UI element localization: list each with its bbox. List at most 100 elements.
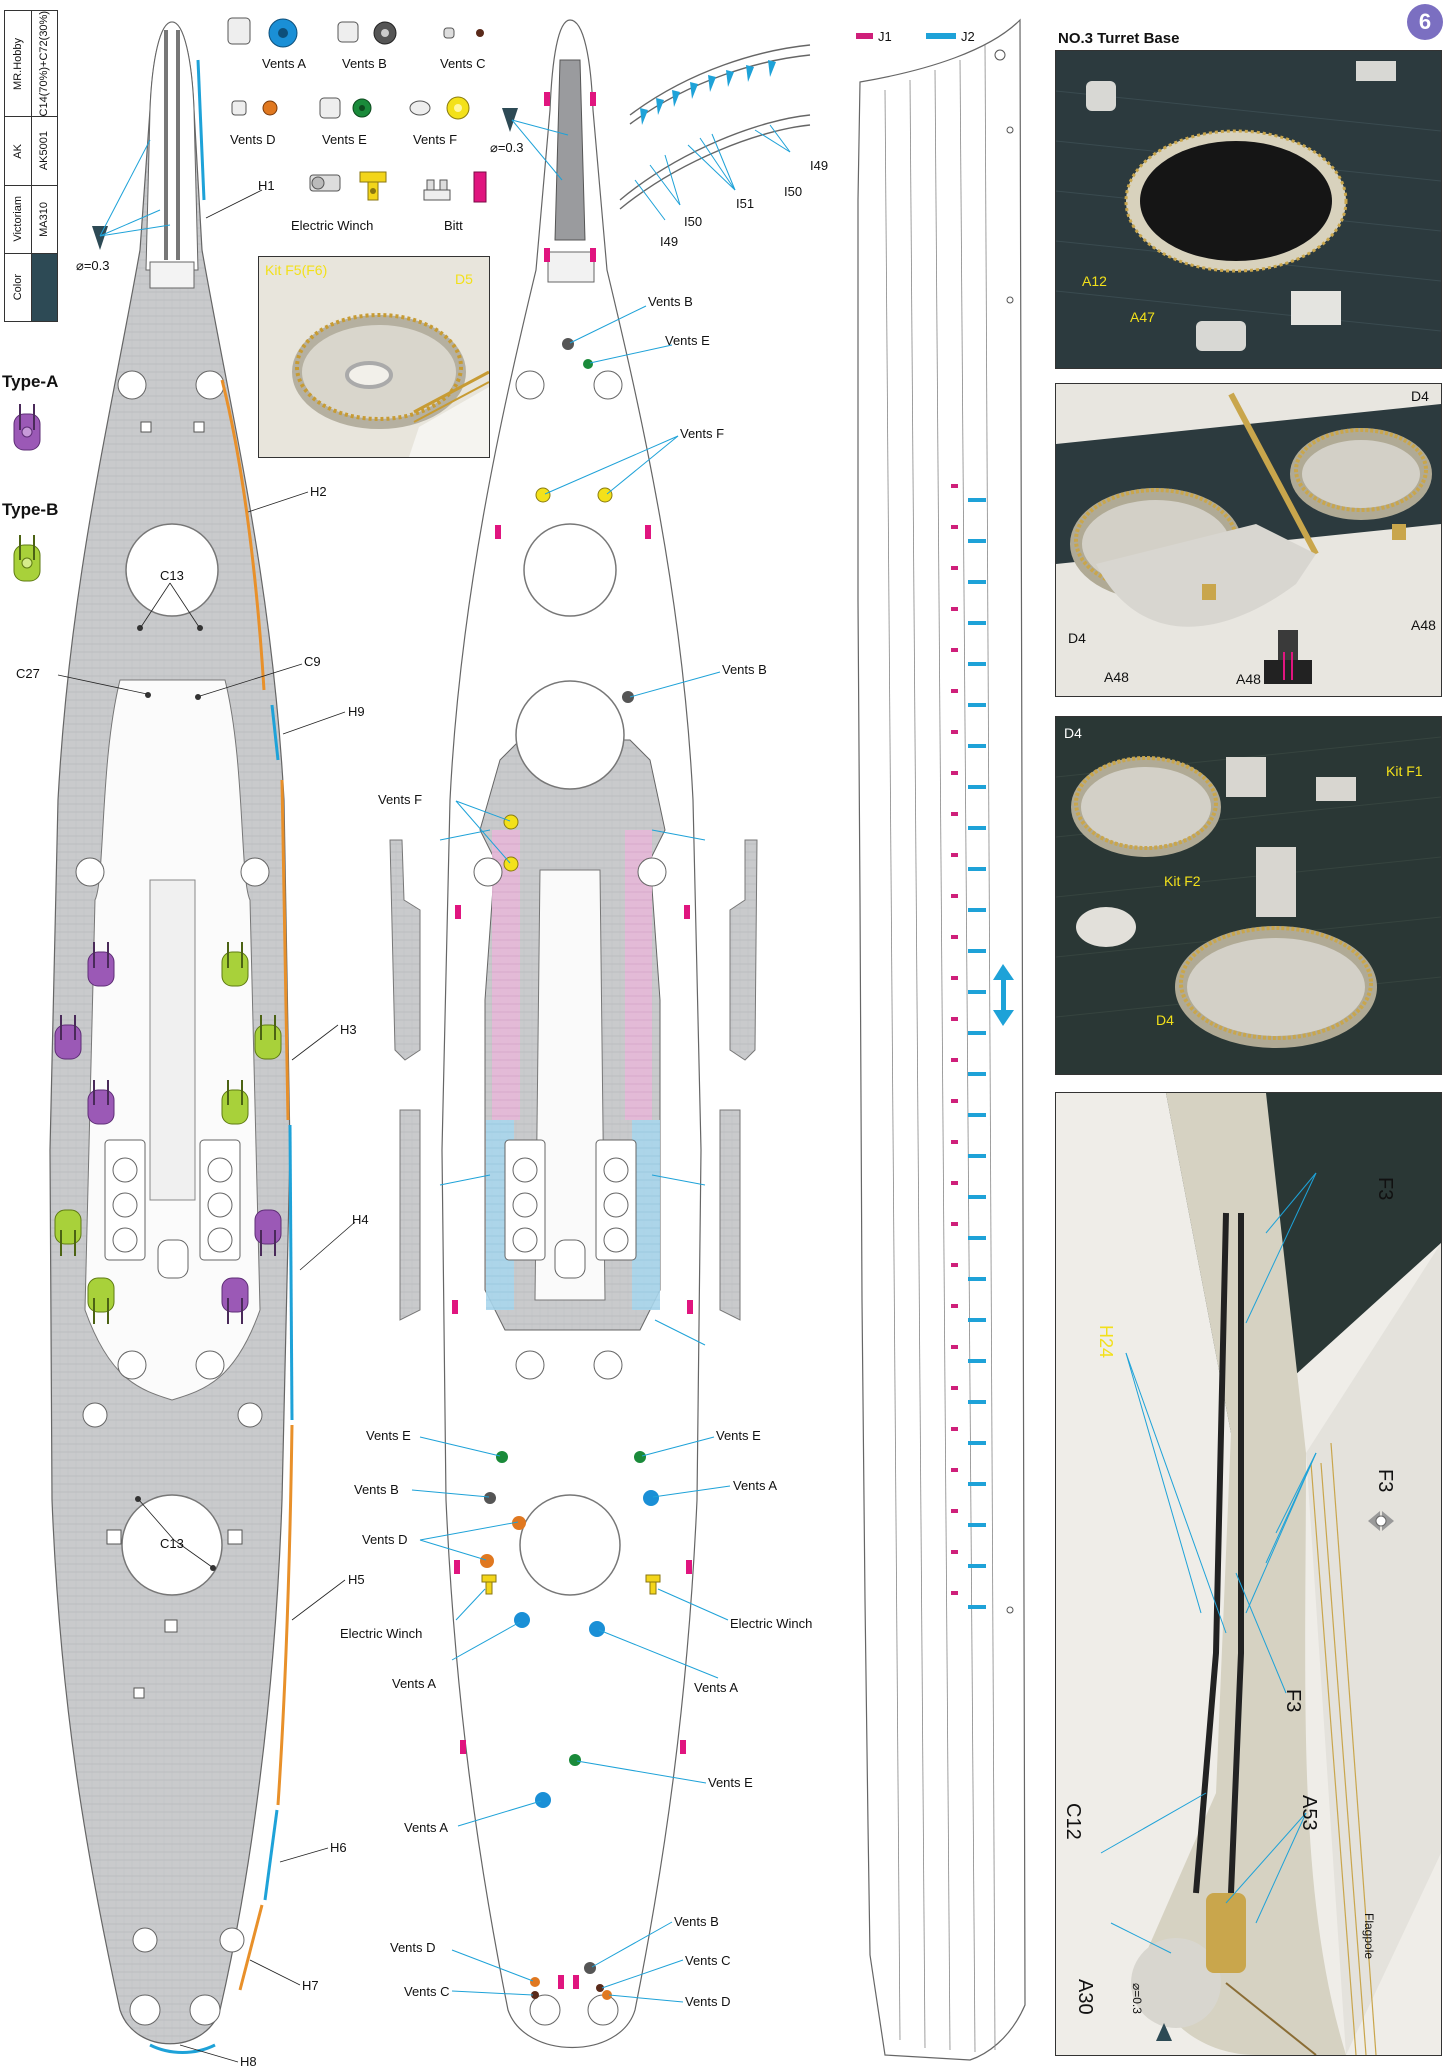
drill-marker-middle — [502, 108, 569, 181]
photo-turret-base-3: D4 Kit F1 Kit F2 D4 — [1055, 716, 1442, 1075]
inset-photo-kit-f5: Kit F5(F6) D5 — [258, 256, 490, 458]
d4-label-b: D4 — [1068, 630, 1086, 646]
mid-vents-c-stern-left: Vents C — [404, 1984, 450, 1999]
vents-a-icon — [227, 17, 298, 48]
label-c27: C27 — [16, 666, 40, 681]
label-h2: H2 — [310, 484, 327, 499]
label-h7: H7 — [302, 1978, 319, 1993]
label-h6: H6 — [330, 1840, 347, 1855]
mid-vents-b-mid: Vents B — [722, 662, 767, 677]
diameter-label-middle: ⌀=0.3 — [490, 140, 524, 155]
j-strip-marks — [951, 484, 986, 1609]
label-c13-aft: C13 — [160, 1536, 184, 1551]
label-h3: H3 — [340, 1022, 357, 1037]
mid-vents-d-left: Vents D — [362, 1532, 408, 1547]
label-h9: H9 — [348, 704, 365, 719]
vents-d-icon — [231, 100, 278, 116]
mid-vents-e-left: Vents E — [366, 1428, 411, 1443]
mid-vents-b-top: Vents B — [648, 294, 693, 309]
a48-part-icon — [1264, 630, 1312, 684]
rail-i50-right: I50 — [784, 184, 803, 199]
diameter-label-left: ⌀=0.3 — [76, 258, 110, 273]
electric-winch-legend-label: Electric Winch — [291, 218, 374, 233]
mid-vents-a-right2: Vents A — [694, 1680, 739, 1695]
turret-markers — [54, 942, 282, 1324]
vent-markers — [480, 338, 659, 2000]
type-a-label: Type-A — [2, 372, 59, 391]
d5-label: D5 — [455, 271, 473, 287]
d4-label-c: D4 — [1064, 725, 1082, 741]
mid-vents-f-mid: Vents F — [378, 792, 423, 807]
mid-vents-e-top: Vents E — [665, 333, 710, 348]
bitt-legend-label: Bitt — [444, 218, 463, 233]
a47-label: A47 — [1130, 309, 1155, 325]
vents-f-legend-label: Vents F — [413, 132, 458, 147]
mid-vents-e-right: Vents E — [716, 1428, 761, 1443]
color-table: MR.Hobby C14(70%)+C72(30%) AK AK5001 Vic… — [4, 10, 58, 322]
page-number: 6 — [1418, 9, 1432, 34]
color-row-victoriam: Victoriam MA310 — [5, 185, 57, 254]
vents-e-legend-label: Vents E — [322, 132, 367, 147]
rail-i49-top: I49 — [810, 158, 829, 173]
kit-f1-label: Kit F1 — [1386, 763, 1423, 779]
mid-vents-a-right: Vents A — [733, 1478, 778, 1493]
label-c13-fwd: C13 — [160, 568, 184, 583]
type-b-icon — [13, 535, 41, 582]
rotate-hint-icon — [1368, 1511, 1394, 1531]
kit-f5-label: Kit F5(F6) — [265, 262, 328, 278]
double-arrow-icon — [993, 964, 1014, 1026]
label-h1: H1 — [258, 178, 275, 193]
drill-marker-left — [92, 139, 171, 250]
mid-vents-a-low: Vents A — [404, 1820, 449, 1835]
vents-f-icon — [409, 96, 470, 120]
d4-label-d: D4 — [1156, 1012, 1174, 1028]
vents-d-legend-label: Vents D — [230, 132, 276, 147]
photo-turret-base-1: A12 A47 — [1055, 50, 1442, 369]
photos-title: NO.3 Turret Base — [1058, 30, 1180, 47]
label-h5: H5 — [348, 1572, 365, 1587]
color-row-mrhobby: MR.Hobby C14(70%)+C72(30%) — [5, 11, 57, 118]
type-b-label: Type-B — [2, 500, 59, 519]
mid-vents-a-left: Vents A — [392, 1676, 437, 1691]
mid-vents-b-left: Vents B — [354, 1482, 399, 1497]
d4-label-a: D4 — [1411, 388, 1429, 404]
electric-winch-icon — [309, 171, 387, 201]
j2-label: J2 — [961, 29, 975, 44]
drill-marker-photo — [1156, 2023, 1172, 2041]
j1-label: J1 — [878, 29, 892, 44]
mid-winch-right: Electric Winch — [730, 1616, 813, 1631]
a48-label-c: A48 — [1236, 671, 1261, 687]
a48-label-b: A48 — [1411, 617, 1436, 633]
vents-a-legend-label: Vents A — [262, 56, 307, 71]
color-swatch — [31, 253, 57, 321]
bitt-icon — [423, 171, 487, 203]
mid-vents-f-top: Vents F — [680, 426, 725, 441]
a48-label-a: A48 — [1104, 669, 1129, 685]
rail-i49-bottom: I49 — [660, 234, 679, 249]
mid-winch-left: Electric Winch — [340, 1626, 423, 1641]
j2-swatch — [926, 33, 956, 39]
a12-label: A12 — [1082, 273, 1107, 289]
color-row-ak: AK AK5001 — [5, 117, 57, 186]
label-h8: H8 — [240, 2054, 257, 2069]
vents-e-icon — [319, 97, 372, 119]
rail-i51: I51 — [736, 196, 755, 211]
vents-b-icon — [337, 21, 397, 45]
color-row-swatch: Color — [5, 253, 57, 321]
mid-vents-d-stern-left: Vents D — [390, 1940, 436, 1955]
mid-vents-e-low: Vents E — [708, 1775, 753, 1790]
kit-f2-label: Kit F2 — [1164, 873, 1201, 889]
mid-vents-b-stern: Vents B — [674, 1914, 719, 1929]
j1-swatch — [856, 33, 873, 39]
page-number-badge: 6 — [1407, 4, 1443, 40]
label-c9: C9 — [304, 654, 321, 669]
anchor-chains — [1193, 1212, 1244, 1894]
mid-vents-d-stern-right: Vents D — [685, 1994, 731, 2009]
label-h4: H4 — [352, 1212, 369, 1227]
vents-c-legend-label: Vents C — [440, 56, 486, 71]
